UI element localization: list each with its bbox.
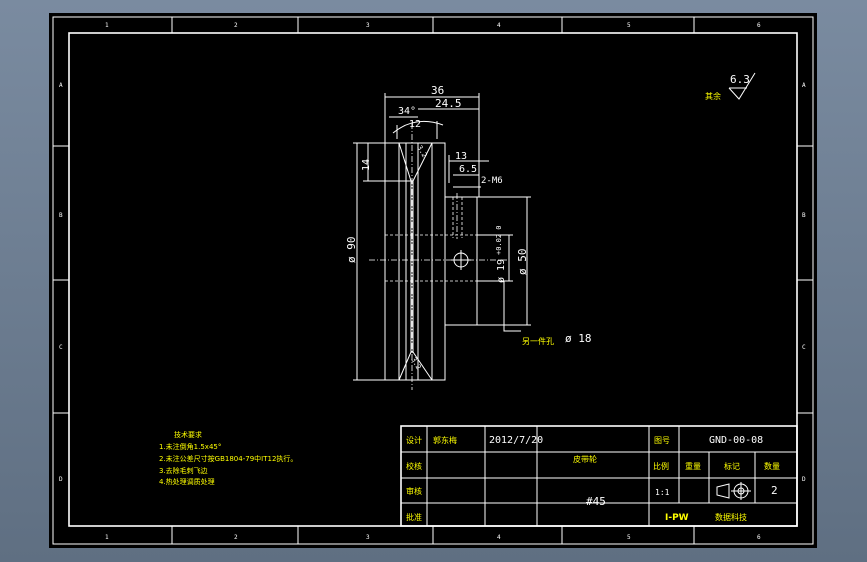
tb-approve-label: 批准 <box>406 512 422 522</box>
tb-mark-label: 标记 <box>724 461 740 471</box>
rim-outline <box>384 142 446 381</box>
tech-req-item-2: 2.未注公差尺寸按GB1804-79中IT12执行。 <box>159 454 297 463</box>
dimension-lines <box>353 93 531 381</box>
tb-review-label: 审核 <box>406 486 422 496</box>
projection-symbol <box>716 482 751 500</box>
roughness-value: 6.3 <box>730 73 750 86</box>
dim-hub-step2: 6.5 <box>459 164 477 175</box>
zone-label-right-c: C <box>802 344 806 351</box>
dim-hub-diameter: ø 50 <box>516 249 529 276</box>
dim-groove-angle: 34° <box>398 106 416 117</box>
groove-roughness-top: 3.2 <box>415 144 428 159</box>
tb-check-label: 校核 <box>406 461 422 471</box>
tb-drawing-no: GND-00-08 <box>709 435 763 446</box>
drawing-canvas: 1 2 3 4 5 6 1 2 3 4 5 6 A B C D A B C D … <box>52 16 814 545</box>
tb-company-logo: I-PW <box>665 513 689 523</box>
hub-outline <box>444 196 478 326</box>
title-block-frame <box>400 425 798 527</box>
dim-outer-diameter: ø 90 <box>345 237 358 264</box>
zone-label-top-3: 3 <box>366 22 370 29</box>
tb-qty-value: 2 <box>771 484 778 497</box>
zone-label-left-a: A <box>59 82 63 89</box>
tb-date: 2012/7/20 <box>489 435 543 446</box>
dim-groove-width: 12 <box>409 119 421 130</box>
title-block[interactable]: 设计 郭东梅 2012/7/20 校核 审核 批准 皮带轮 #45 图号 GND… <box>400 425 798 527</box>
pulley-section-view[interactable] <box>369 123 507 390</box>
tb-drawing-no-label: 图号 <box>654 436 670 445</box>
tb-qty-label: 数量 <box>764 461 780 471</box>
groove-roughness-bottom: 3.2 <box>409 356 422 371</box>
tb-material: #45 <box>586 495 606 508</box>
groove-top <box>398 142 433 182</box>
zone-label-right-b: B <box>802 212 806 219</box>
dim-tap: 2-M6 <box>481 176 503 186</box>
tech-requirements: 技术要求 1.未注倒角1.5x45° 2.未注公差尺寸按GB1804-79中IT… <box>159 430 297 486</box>
zone-label-bottom-4: 4 <box>497 534 501 541</box>
zone-label-right-d: D <box>802 476 806 483</box>
zone-label-right-a: A <box>802 82 806 89</box>
groove-bottom <box>398 351 433 381</box>
tech-req-title: 技术要求 <box>174 430 202 439</box>
dim-bore-tolerance: +0.02 0 <box>495 225 503 255</box>
zone-label-top-4: 4 <box>497 22 501 29</box>
dim-hub-offset: 24.5 <box>435 97 462 110</box>
tb-designer: 郭东梅 <box>433 435 457 445</box>
zone-label-bottom-1: 1 <box>105 534 109 541</box>
tb-part-name: 皮带轮 <box>573 454 597 464</box>
dim-overall-width: 36 <box>431 84 444 97</box>
roughness-prefix: 其余 <box>705 91 721 101</box>
zone-label-bottom-3: 3 <box>366 534 370 541</box>
zone-label-bottom-2: 2 <box>234 534 238 541</box>
zone-label-top-6: 6 <box>757 22 761 29</box>
tb-weight-label: 重量 <box>685 461 701 471</box>
zone-label-top-1: 1 <box>105 22 109 29</box>
tb-scale-value: 1:1 <box>655 488 670 497</box>
bore-note: ø 18 <box>565 332 592 345</box>
tech-req-item-4: 4.热处理调质处理 <box>159 477 215 486</box>
dim-hub-step: 13 <box>455 151 467 162</box>
zone-label-bottom-5: 5 <box>627 534 631 541</box>
tb-scale-label: 比例 <box>653 461 669 471</box>
zone-label-left-c: C <box>59 344 63 351</box>
drawing-sheet[interactable]: 1 2 3 4 5 6 1 2 3 4 5 6 A B C D A B C D … <box>49 13 817 548</box>
zone-label-left-d: D <box>59 476 63 483</box>
roughness-symbol <box>728 72 756 100</box>
tb-company-name: 数据科技 <box>715 512 747 522</box>
bore-note-prefix: 另一件孔 <box>522 336 554 346</box>
dim-groove-depth: 14 <box>361 159 372 171</box>
zone-ticks <box>53 17 813 544</box>
dim-bore-diameter: ø 19 <box>496 259 507 283</box>
tech-req-item-1: 1.未注倒角1.5x45° <box>159 442 221 451</box>
zone-label-top-5: 5 <box>627 22 631 29</box>
zone-label-top-2: 2 <box>234 22 238 29</box>
zone-label-bottom-6: 6 <box>757 534 761 541</box>
zone-label-left-b: B <box>59 212 63 219</box>
tech-req-item-3: 3.去除毛刺飞边 <box>159 466 208 475</box>
tb-design-label: 设计 <box>406 435 422 445</box>
